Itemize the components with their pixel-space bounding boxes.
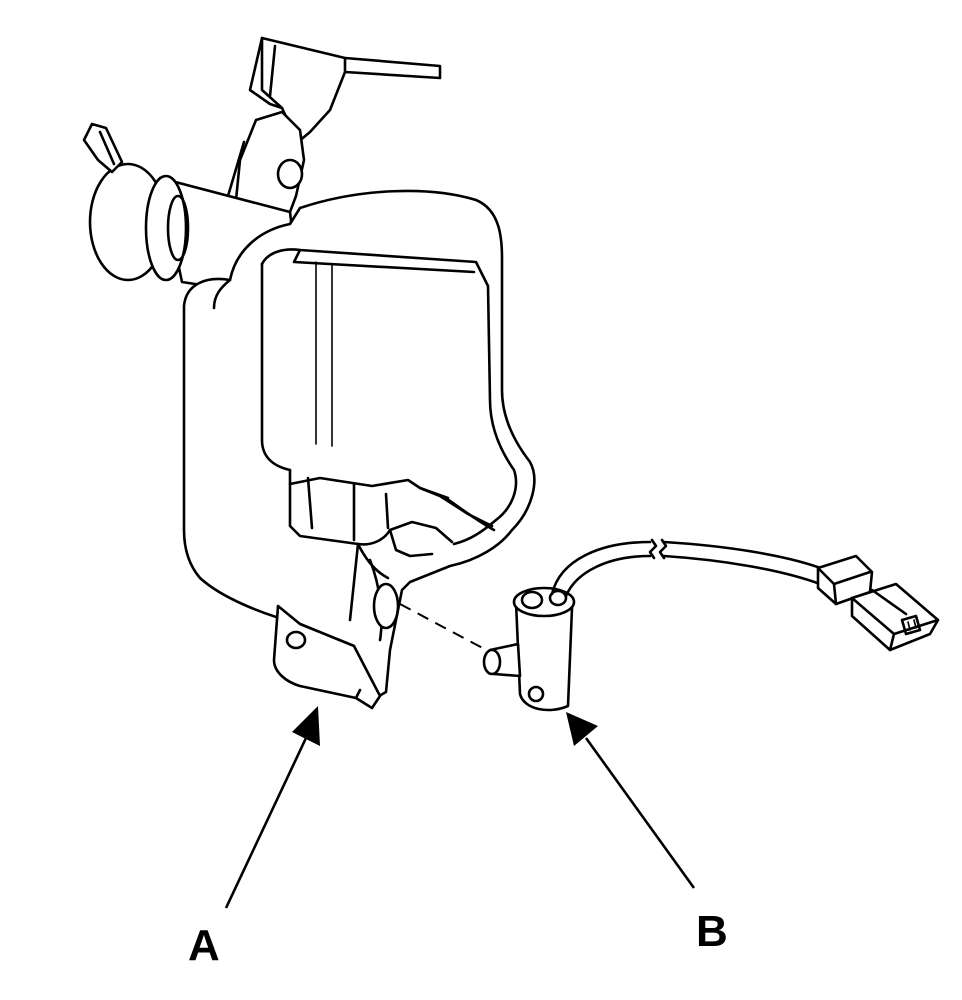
label-b: B <box>696 907 728 956</box>
harness-connector <box>816 554 940 652</box>
callout-arrow-b <box>566 712 696 889</box>
reservoir-tank <box>182 189 536 702</box>
callout-arrow-a <box>224 706 320 909</box>
washer-pump <box>482 586 576 712</box>
filler-bracket <box>226 36 442 216</box>
alignment-dashed-line <box>399 603 491 653</box>
label-a: A <box>188 921 220 970</box>
wire-harness <box>550 538 828 598</box>
filler-cap <box>82 122 302 302</box>
mounting-tab <box>272 604 382 710</box>
